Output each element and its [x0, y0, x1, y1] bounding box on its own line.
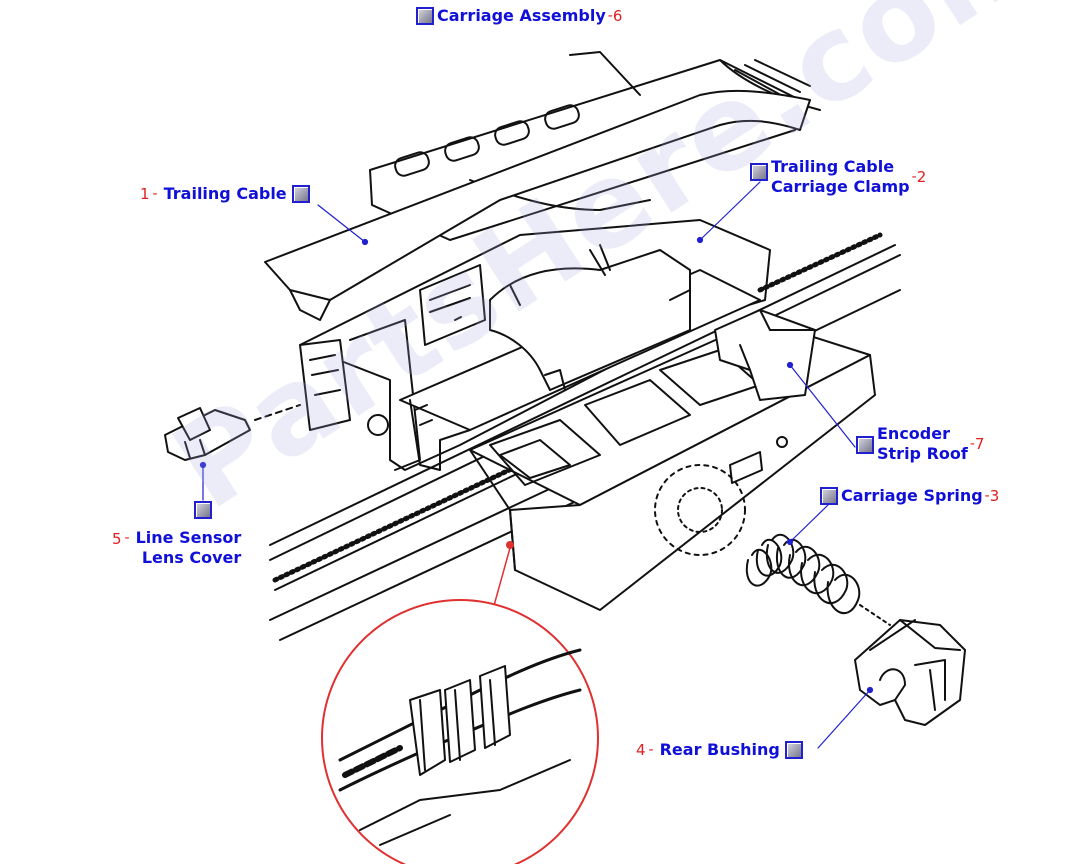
- rear-bushing-label[interactable]: Rear Bushing: [659, 740, 780, 759]
- callout-carriage-spring[interactable]: Carriage Spring - 3: [820, 486, 999, 506]
- encoder-strip-roof-part: [714, 309, 816, 401]
- callout-encoder-strip-roof[interactable]: Encoder Strip Roof - 7: [856, 424, 984, 464]
- callout-line-sensor-button[interactable]: [194, 501, 212, 523]
- trailing-cable-part: [264, 89, 811, 321]
- carriage-spring-part: [745, 533, 891, 626]
- carriage-assembly-number: 6: [612, 7, 623, 25]
- carriage-body-part: [299, 219, 771, 471]
- carriage-assembly-label[interactable]: Carriage Assembly: [437, 6, 606, 25]
- trailing-cable-number: 1: [140, 185, 150, 203]
- part-link-button-icon[interactable]: [194, 501, 212, 519]
- part-link-button-icon[interactable]: [820, 487, 838, 505]
- part-link-button-icon[interactable]: [416, 7, 434, 25]
- trailing-cable-clamp-label-line2[interactable]: Carriage Clamp: [771, 177, 910, 196]
- trailing-cable-label[interactable]: Trailing Cable: [163, 184, 287, 203]
- carriage-spring-number: 3: [989, 487, 1000, 505]
- part-link-button-icon[interactable]: [856, 436, 874, 454]
- trailing-cable-clamp-label-line1[interactable]: Trailing Cable: [771, 157, 895, 176]
- callout-line-sensor-lens-cover[interactable]: 5 - Line Sensor Lens Cover: [112, 528, 242, 567]
- encoder-strip-roof-label-line2[interactable]: Strip Roof: [877, 444, 968, 463]
- callout-rear-bushing[interactable]: 4 - Rear Bushing: [636, 740, 803, 760]
- callout-trailing-cable-carriage-clamp[interactable]: Trailing Cable Carriage Clamp - 2: [750, 157, 926, 197]
- carriage-spring-label[interactable]: Carriage Spring: [841, 486, 983, 505]
- trailing-cable-clamp-number: 2: [916, 168, 927, 186]
- callout-trailing-cable[interactable]: 1 - Trailing Cable: [140, 184, 310, 204]
- part-link-button-icon[interactable]: [750, 163, 768, 181]
- encoder-strip-roof-label-line1[interactable]: Encoder: [877, 424, 950, 443]
- line-sensor-label-line1[interactable]: Line Sensor: [135, 528, 242, 547]
- line-sensor-number: 5: [112, 530, 122, 548]
- callout-carriage-assembly[interactable]: Carriage Assembly - 6: [416, 6, 622, 26]
- part-link-button-icon[interactable]: [291, 185, 310, 203]
- part-link-button-icon[interactable]: [784, 741, 803, 759]
- leader-lines: [199, 181, 874, 749]
- detail-magnifier: [321, 541, 599, 864]
- line-sensor-label-line2[interactable]: Lens Cover: [141, 548, 242, 567]
- rear-bushing-number: 4: [636, 741, 646, 759]
- encoder-strip-roof-number: 7: [974, 435, 985, 453]
- line-sensor-lens-cover-part: [164, 404, 301, 461]
- rear-bushing-part: [854, 619, 966, 726]
